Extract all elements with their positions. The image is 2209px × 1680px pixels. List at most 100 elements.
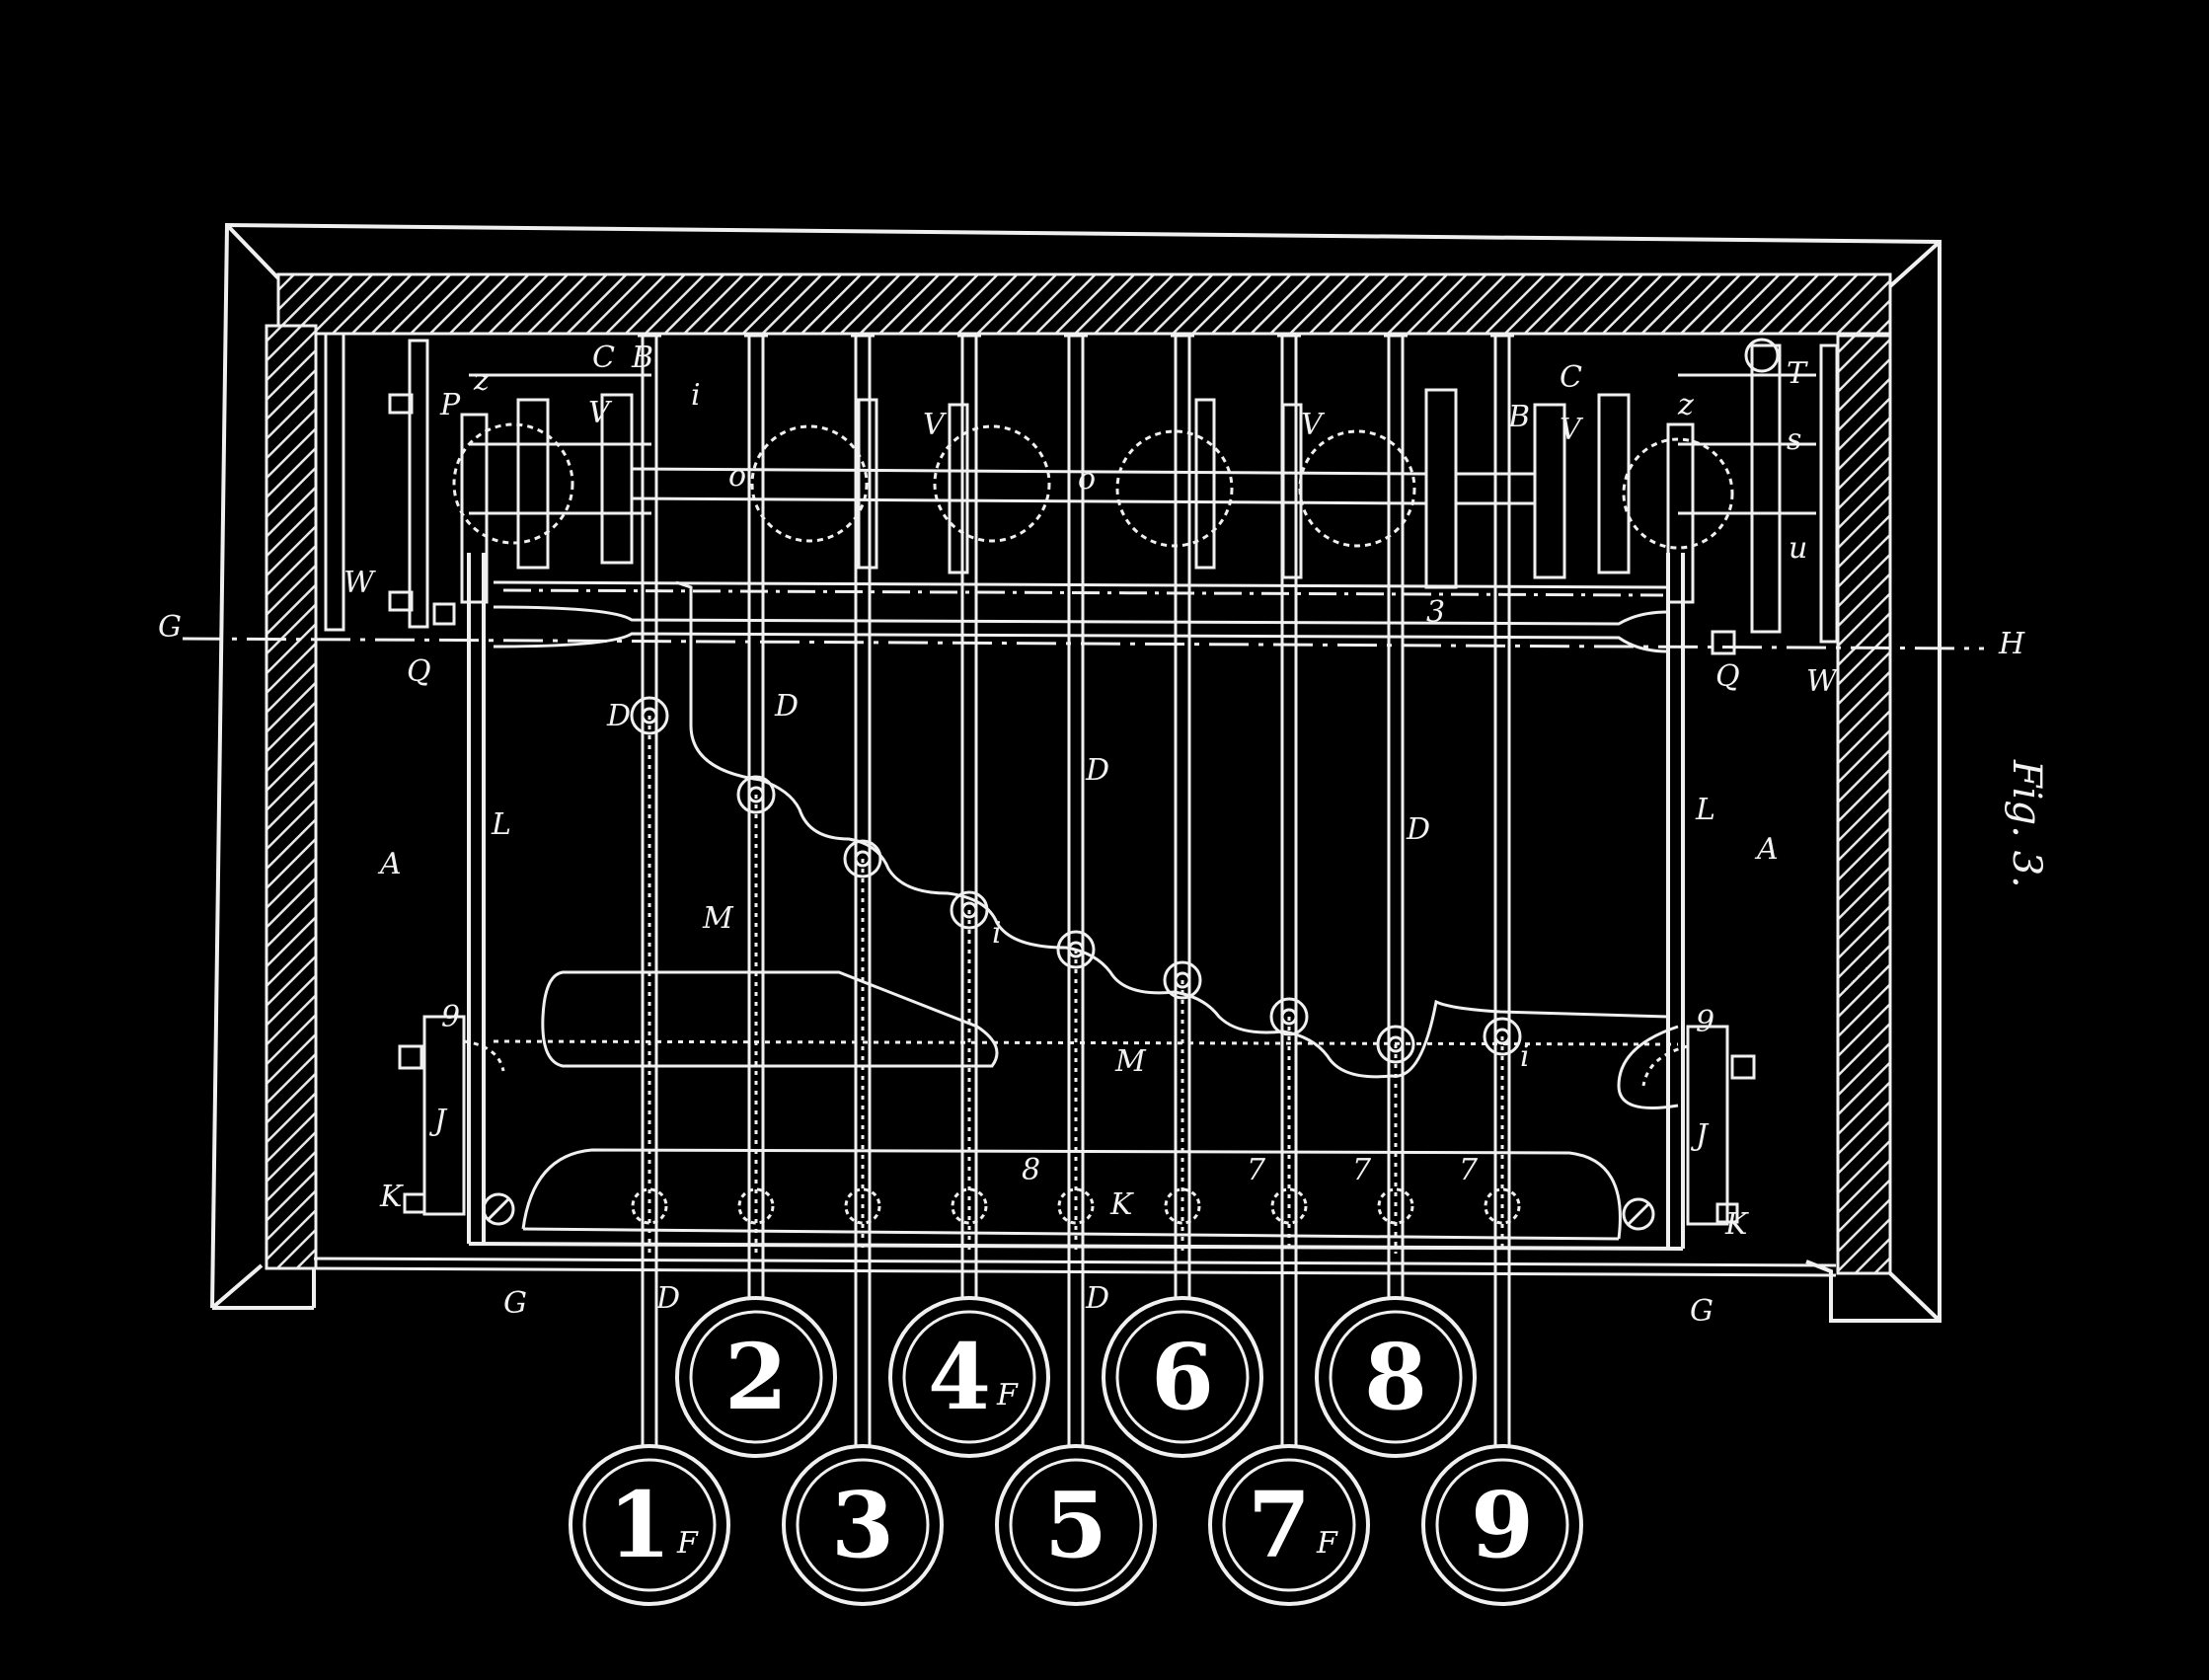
label-mark-7b: 7 <box>1352 1153 1372 1187</box>
label-mark-7a: 7 <box>1247 1153 1266 1187</box>
label-gear-right: z <box>1677 388 1694 422</box>
key-ring-inner <box>582 1458 717 1592</box>
key-ring-outer <box>1208 1444 1370 1606</box>
key-rod-1 <box>630 334 669 1446</box>
label-rack-s: s <box>1787 422 1801 457</box>
key-label: 9 <box>1471 1472 1534 1578</box>
key-label: 5 <box>1044 1472 1107 1578</box>
drawing-labels: G H Fig. 3. A A L L M M W W P Q Q z z V … <box>158 341 2049 1329</box>
label-rail-left: W <box>343 566 376 600</box>
label-rod-2: D <box>774 689 799 724</box>
key-ring-inner <box>1329 1310 1463 1444</box>
key-ring-outer <box>569 1444 730 1606</box>
label-area-right: A <box>1754 832 1779 867</box>
label-rod-3: D <box>1085 753 1109 788</box>
label-base-g-right: G <box>1690 1294 1714 1329</box>
label-pin-9-left: 9 <box>441 1000 460 1034</box>
key-3[interactable]: 3 <box>782 1444 944 1606</box>
key-ring-inner <box>796 1458 930 1592</box>
label-stop-3: 3 <box>1426 595 1445 630</box>
label-pivot-3: i <box>691 378 701 413</box>
side-rails <box>324 332 1839 644</box>
label-rod-6: D <box>1085 1281 1109 1316</box>
label-rack-t: T <box>1787 356 1808 391</box>
label-bar-k: K <box>1109 1187 1134 1222</box>
label-lever-left: L <box>491 807 511 842</box>
label-area-left: A <box>377 847 402 881</box>
label-wheel-1: V <box>588 396 613 430</box>
key-ring-outer <box>995 1444 1157 1606</box>
key-label: 7 <box>1248 1472 1311 1578</box>
label-wheel-4: V <box>1560 413 1584 447</box>
key-ring-outer <box>675 1296 837 1458</box>
base-plate <box>313 1257 1837 1277</box>
key-rod-7 <box>1269 334 1309 1446</box>
key-ring-outer <box>1315 1296 1477 1458</box>
label-wheel-3: V <box>1301 408 1326 442</box>
figure-caption: Fig. 3. <box>2004 759 2049 888</box>
section-mark-right: H <box>1998 627 2025 661</box>
key-rod-6 <box>1163 334 1202 1298</box>
key-6[interactable]: 6 <box>1102 1296 1263 1458</box>
key-label: 6 <box>1151 1324 1214 1430</box>
label-bracket-right: B <box>1507 400 1530 434</box>
key-label: 4 <box>928 1324 991 1430</box>
key-ring-inner <box>1009 1458 1143 1592</box>
label-rack-u: u <box>1789 531 1807 566</box>
key-ring-outer <box>1102 1296 1263 1458</box>
label-axle-1: o <box>728 459 746 494</box>
label-cam-upper: M <box>702 901 734 936</box>
key-rod-3 <box>843 334 882 1446</box>
lever-frame <box>467 553 1685 1251</box>
key-ring-outer <box>782 1444 944 1606</box>
key-rod-5 <box>1056 334 1096 1446</box>
key-sub-label: F <box>1316 1526 1338 1561</box>
key-ring-outer <box>1421 1444 1583 1606</box>
stepped-cam-bar <box>675 580 1679 1109</box>
label-rod-4: D <box>1406 812 1430 847</box>
key-5[interactable]: 5 <box>995 1444 1157 1606</box>
key-label: 2 <box>724 1324 788 1430</box>
label-cap-left: C <box>592 341 615 375</box>
key-8[interactable]: 8 <box>1315 1296 1477 1458</box>
side-brackets <box>398 1015 1756 1226</box>
lower-bar-k <box>482 1148 1655 1241</box>
wedge-piece <box>493 970 1679 1068</box>
right-mechanism <box>1424 338 1816 655</box>
key-rods <box>630 334 1522 1446</box>
label-clip-right: Q <box>1715 659 1740 694</box>
label-spring-right: J <box>1690 1118 1710 1153</box>
label-mark-7c: 7 <box>1459 1153 1479 1187</box>
left-mechanism <box>388 339 651 629</box>
key-2[interactable]: 2 <box>675 1296 837 1458</box>
key-label: 3 <box>831 1472 894 1578</box>
label-lever-right: L <box>1695 793 1715 827</box>
key-ring-outer <box>888 1296 1050 1458</box>
label-wheel-2: V <box>923 408 948 442</box>
key-ring-inner <box>689 1310 823 1444</box>
label-bar-k-right: K <box>1724 1207 1749 1242</box>
key-label: 1 <box>608 1472 671 1578</box>
key-ring-inner <box>902 1310 1036 1444</box>
label-pin-9-right: 9 <box>1696 1005 1714 1039</box>
key-ring-inner <box>1435 1458 1569 1592</box>
label-clip-left: Q <box>407 654 431 689</box>
label-cam-lower: M <box>1114 1044 1147 1079</box>
label-axle-2: o <box>1078 462 1096 496</box>
label-gear-left: z <box>473 363 490 398</box>
label-cap-right: C <box>1560 360 1582 395</box>
key-rod-2 <box>736 334 776 1298</box>
key-label: 8 <box>1364 1324 1427 1430</box>
label-rod-5: D <box>655 1281 680 1316</box>
key-9[interactable]: 9 <box>1421 1444 1583 1606</box>
label-mark-8: 8 <box>1022 1153 1040 1187</box>
key-sub-label: F <box>676 1526 699 1561</box>
label-bracket-left: B <box>631 341 653 375</box>
hatched-walls <box>265 272 1892 1275</box>
